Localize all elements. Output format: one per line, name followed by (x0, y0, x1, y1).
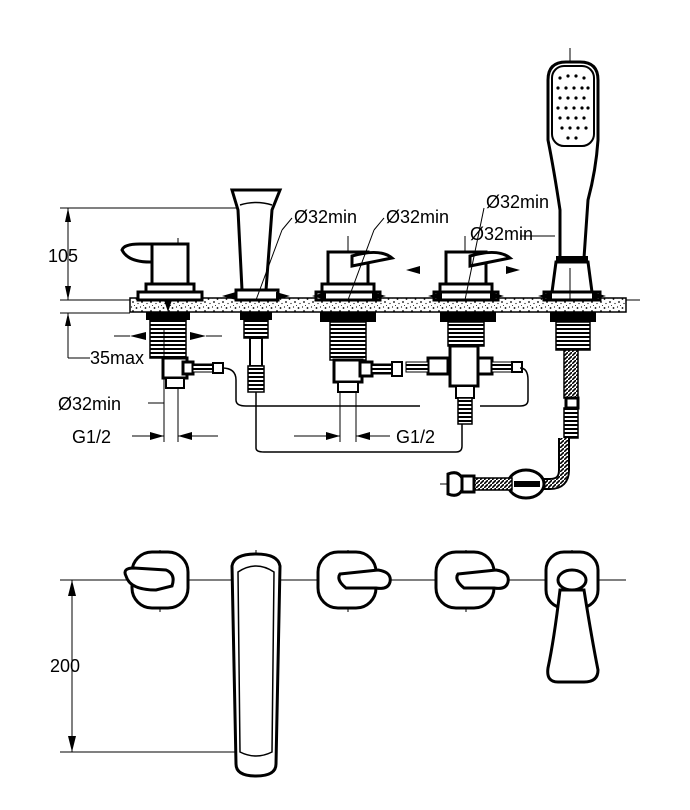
valve-left (120, 242, 224, 389)
valve-center (314, 250, 403, 393)
plan-hand-shower (544, 550, 600, 684)
dimension-g12-center: G1/2 (294, 392, 435, 447)
dimension-200: 200 (50, 580, 80, 752)
dimension-35max: 35max (90, 300, 172, 368)
plan-handle-left (123, 550, 190, 610)
connecting-hoses (221, 367, 529, 453)
spout (229, 188, 283, 393)
thread-left-label: G1/2 (72, 427, 111, 447)
plan-handle-right (434, 550, 510, 610)
hole-diameter-label-3: Ø32min (486, 192, 549, 212)
thread-center-label: G1/2 (396, 427, 435, 447)
plan-handle-center (316, 550, 392, 610)
hand-shower (440, 60, 602, 500)
hole-diameter-label-1: Ø32min (294, 207, 357, 227)
hole-diameter-label-4: Ø32min (470, 224, 533, 244)
side-elevation: 105 35max Ø32min Ø32min Ø32min Ø32min Ø3… (48, 48, 640, 500)
dimension-105-label: 105 (48, 246, 78, 266)
plan-view: 200 (50, 550, 626, 778)
valve-diverter (405, 250, 523, 425)
plan-spout (230, 552, 282, 778)
dimension-105: 105 (48, 208, 90, 359)
hole-diameter-label-5: Ø32min (58, 394, 121, 414)
hole-diameter-label-2: Ø32min (386, 207, 449, 227)
dimension-200-label: 200 (50, 656, 80, 676)
dimension-35max-label: 35max (90, 348, 144, 368)
dimension-g12-left: G1/2 (72, 388, 218, 447)
